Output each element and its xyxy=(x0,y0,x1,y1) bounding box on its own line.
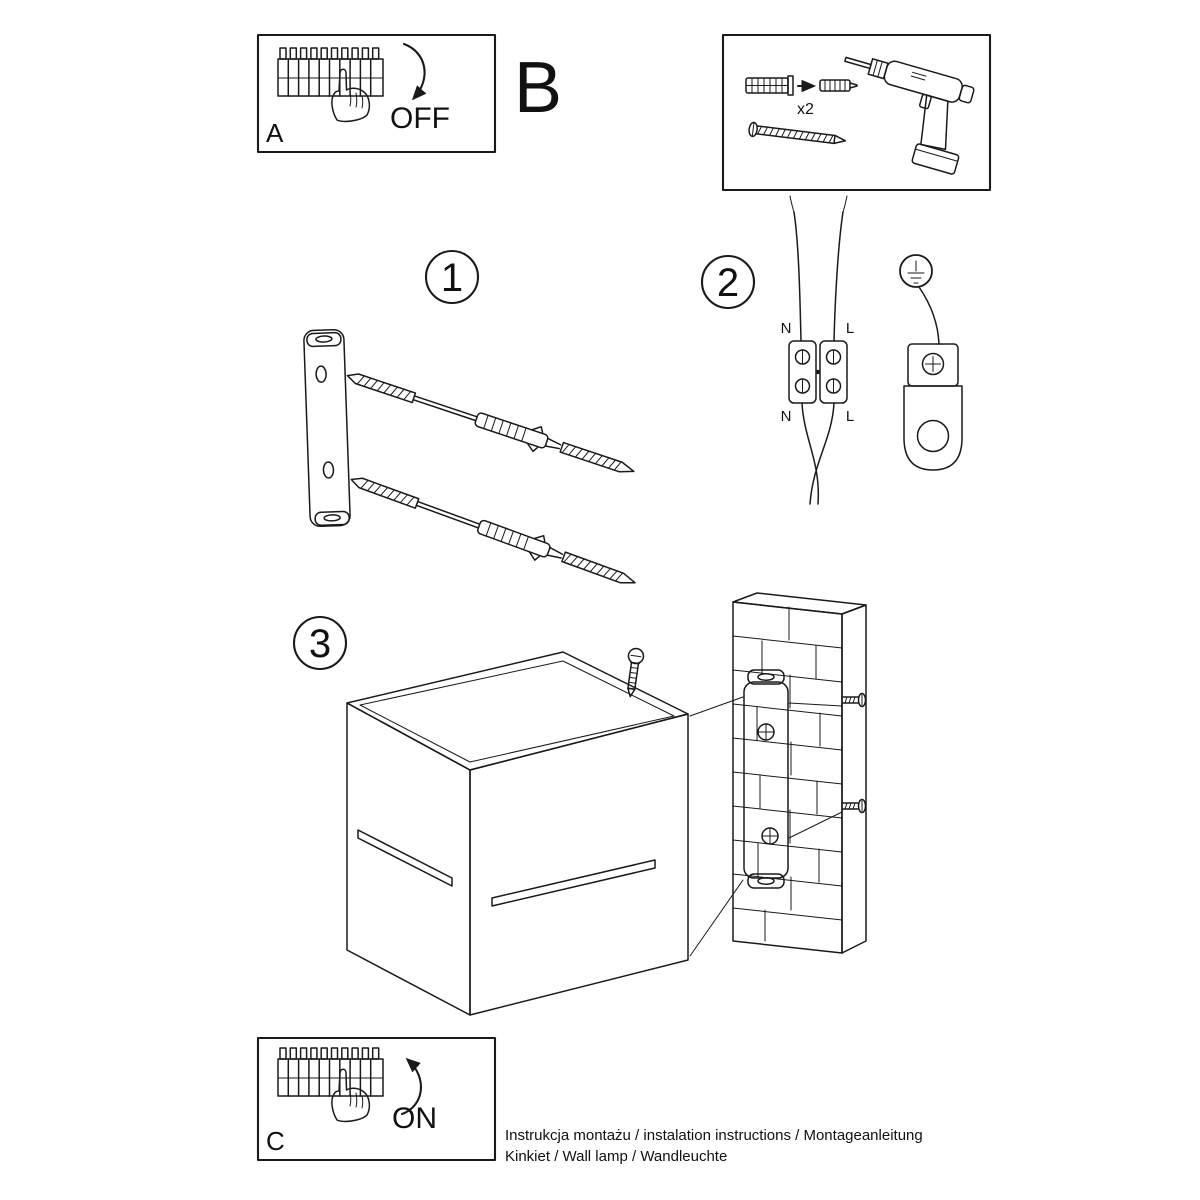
brick-course-lines xyxy=(732,635,843,921)
wall-screw-icon-2 xyxy=(842,798,867,814)
step-2-number: 2 xyxy=(717,261,739,305)
cube-front-face xyxy=(469,713,689,1016)
panel-a-label: A xyxy=(266,118,284,148)
brick-wall-icon xyxy=(732,592,867,954)
step-1-badge: 1 xyxy=(424,249,480,305)
top-screw-icon xyxy=(627,647,645,698)
step-1-number: 1 xyxy=(441,256,463,300)
wall-screw-icon-1 xyxy=(842,692,867,708)
wall-bracket-icon xyxy=(743,669,789,889)
section-b-label: B xyxy=(514,48,562,128)
light-slot-front xyxy=(491,859,656,907)
wire-top-left-tip xyxy=(789,195,795,213)
step-1-circle xyxy=(424,249,480,305)
wire-label-bottom-n: N xyxy=(781,408,792,425)
step-3-badge: 3 xyxy=(292,615,348,671)
step-3-number: 3 xyxy=(309,622,331,666)
drill-icon xyxy=(844,56,975,175)
screw-anchor-assembly-1 xyxy=(342,362,639,485)
switch-off-arrow-icon xyxy=(402,42,427,101)
step-2-badge: 2 xyxy=(700,254,756,310)
step-1: 1 xyxy=(303,249,641,596)
panel-c-box xyxy=(256,1036,497,1162)
footer: Instrukcja montażu / instalation instruc… xyxy=(505,1127,923,1165)
wire-top-left xyxy=(793,211,802,342)
wire-bottom-right xyxy=(809,402,835,505)
panel-a: OFF A xyxy=(256,33,497,154)
wire-label-bottom-l: L xyxy=(846,408,854,425)
tools-box-frame xyxy=(721,33,992,192)
switch-on-arrow-icon xyxy=(400,1057,423,1116)
cube-left-face xyxy=(346,702,471,1016)
panel-c-label: C xyxy=(266,1126,285,1156)
wire-bottom-left xyxy=(801,402,820,505)
mounting-bracket-icon xyxy=(303,328,351,528)
brick-joint-lines xyxy=(756,606,821,942)
lamp-cube-icon xyxy=(346,651,689,1016)
tools-box: x2 xyxy=(721,33,992,192)
terminal-block-icon xyxy=(788,340,848,404)
panel-c: ON C xyxy=(256,1036,497,1162)
on-label: ON xyxy=(392,1102,437,1135)
wire-label-top-l: L xyxy=(846,320,854,337)
ground-wire xyxy=(918,286,940,345)
cube-top-inset xyxy=(359,660,675,763)
step-3-circle xyxy=(292,615,348,671)
breaker-panel-icon xyxy=(277,47,384,97)
assembly-guide-lines xyxy=(689,696,843,957)
wire-top-right-tip xyxy=(842,195,848,213)
ground-symbol-icon xyxy=(899,254,933,288)
step-2-circle xyxy=(700,254,756,310)
wire-label-top-n: N xyxy=(781,320,792,337)
footer-line-2: Kinkiet / Wall lamp / Wandleuchte xyxy=(505,1148,727,1165)
wire-top-right xyxy=(833,211,844,342)
wall-plug-large-icon xyxy=(745,75,794,96)
breaker-panel-icon xyxy=(277,1047,384,1097)
step-2: 2 N L N L xyxy=(700,195,963,505)
panel-a-box xyxy=(256,33,497,154)
footer-line-1: Instrukcja montażu / instalation instruc… xyxy=(505,1127,923,1144)
mounting-screw-icon xyxy=(748,121,847,145)
wall-side-face xyxy=(841,604,867,954)
screw-anchor-assembly-2 xyxy=(346,466,641,596)
ground-connector-icon xyxy=(903,343,963,471)
step-3: 3 xyxy=(292,592,867,1016)
anchor-count-label: x2 xyxy=(797,101,814,118)
wall-plug-small-icon xyxy=(819,79,858,92)
off-label: OFF xyxy=(390,102,450,135)
light-slot-left xyxy=(357,829,453,887)
